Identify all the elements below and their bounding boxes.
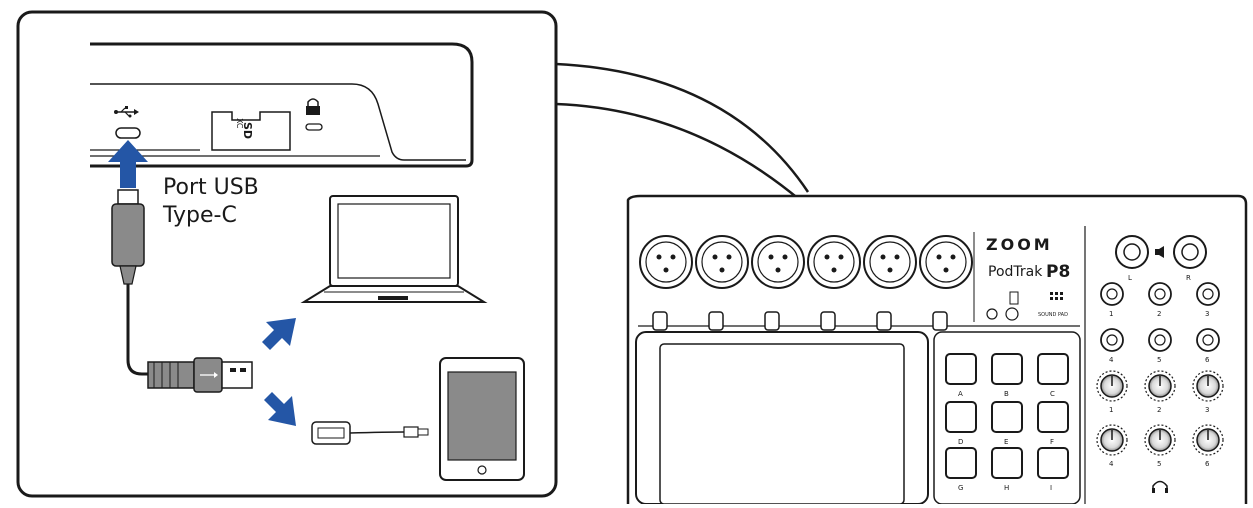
sound-pad[interactable]: I bbox=[1037, 447, 1069, 492]
volume-knob[interactable]: 3 bbox=[1192, 370, 1224, 414]
svg-text:1: 1 bbox=[1109, 406, 1113, 414]
sound-pad[interactable]: E bbox=[991, 401, 1023, 446]
headphone-jack[interactable]: 3 bbox=[1196, 282, 1220, 318]
svg-text:3: 3 bbox=[1205, 310, 1209, 318]
headphone-jack[interactable]: 1 bbox=[1100, 282, 1124, 318]
grid-icon bbox=[1050, 292, 1063, 300]
sound-pad[interactable]: F bbox=[1037, 401, 1069, 446]
svg-text:5: 5 bbox=[1157, 356, 1161, 364]
insert-arrow-up bbox=[108, 140, 148, 188]
xlr-input[interactable] bbox=[695, 235, 749, 331]
svg-text:5: 5 bbox=[1157, 460, 1161, 468]
xlr-input[interactable] bbox=[919, 235, 973, 331]
svg-text:2: 2 bbox=[1157, 310, 1161, 318]
usb-cable bbox=[126, 284, 150, 376]
model-suffix: P8 bbox=[1046, 262, 1070, 282]
display-screen bbox=[659, 343, 905, 505]
tablet-icon bbox=[439, 357, 525, 481]
headphone-jack[interactable]: 5 bbox=[1148, 328, 1172, 364]
podtrak-device: ZOOM PodTrak P8 SOUND PAD A B C D E F G … bbox=[626, 194, 1248, 505]
xlr-input[interactable] bbox=[751, 235, 805, 331]
sound-pad[interactable]: H bbox=[991, 447, 1023, 492]
mic-input-row bbox=[639, 235, 973, 331]
svg-text:L: L bbox=[1128, 274, 1132, 282]
headphone-jack[interactable]: 6 bbox=[1196, 328, 1220, 364]
callout-connector-upper bbox=[555, 62, 810, 193]
svg-text:E: E bbox=[1004, 438, 1008, 446]
speaker-icon bbox=[1155, 246, 1164, 258]
small-jack-a bbox=[986, 308, 998, 320]
sound-pad[interactable]: G bbox=[945, 447, 977, 492]
svg-text:2: 2 bbox=[1157, 406, 1161, 414]
xlr-input[interactable] bbox=[807, 235, 861, 331]
sound-pad[interactable]: B bbox=[991, 353, 1023, 398]
svg-text:D: D bbox=[958, 438, 963, 446]
usb-c-port bbox=[115, 127, 141, 139]
lightning-adapter bbox=[311, 421, 429, 445]
svg-text:C: C bbox=[1050, 390, 1055, 398]
stereo-out: L R bbox=[1115, 235, 1207, 282]
svg-text:4: 4 bbox=[1109, 356, 1114, 364]
sd-card-slot: SD XC bbox=[211, 111, 291, 151]
small-port bbox=[1009, 291, 1019, 305]
device-edge-closeup: SD XC bbox=[90, 42, 474, 168]
headphone-jacks: 1 2 3 4 5 6 bbox=[1100, 282, 1220, 364]
stereo-out-jack[interactable]: R bbox=[1173, 235, 1207, 282]
svg-text:6: 6 bbox=[1205, 356, 1210, 364]
svg-text:A: A bbox=[958, 390, 963, 398]
sound-pad[interactable]: C bbox=[1037, 353, 1069, 398]
small-jack-b bbox=[1005, 307, 1019, 321]
volume-knob[interactable]: 1 bbox=[1096, 370, 1128, 414]
svg-text:G: G bbox=[958, 484, 963, 492]
model-prefix: PodTrak bbox=[988, 264, 1043, 280]
lock-slot bbox=[305, 123, 323, 131]
usb-symbol-icon bbox=[114, 106, 139, 118]
svg-text:H: H bbox=[1004, 484, 1009, 492]
brand-logo: ZOOM bbox=[986, 235, 1053, 254]
arrow-to-tablet bbox=[264, 392, 296, 426]
sound-pad-label: SOUND PAD bbox=[1038, 312, 1068, 318]
stereo-out-jack[interactable]: L bbox=[1115, 235, 1149, 282]
sound-pads: A B C D E F G H I bbox=[945, 353, 1069, 492]
svg-text:F: F bbox=[1050, 438, 1054, 446]
svg-text:XC: XC bbox=[235, 118, 244, 129]
sound-pad[interactable]: D bbox=[945, 401, 977, 446]
svg-text:R: R bbox=[1186, 274, 1191, 282]
sound-pad[interactable]: A bbox=[945, 353, 977, 398]
xlr-input[interactable] bbox=[639, 235, 693, 331]
usb-a-plug bbox=[147, 357, 253, 393]
port-label-line1: Port USB bbox=[163, 175, 259, 200]
volume-knobs: 1 2 3 4 5 6 bbox=[1096, 370, 1224, 468]
headphone-jack[interactable]: 4 bbox=[1100, 328, 1124, 364]
svg-text:3: 3 bbox=[1205, 406, 1209, 414]
volume-knob[interactable]: 6 bbox=[1192, 424, 1224, 468]
arrow-to-computer bbox=[262, 318, 296, 350]
svg-text:6: 6 bbox=[1205, 460, 1210, 468]
svg-text:1: 1 bbox=[1109, 310, 1113, 318]
svg-text:I: I bbox=[1050, 484, 1052, 492]
volume-knob[interactable]: 4 bbox=[1096, 424, 1128, 468]
port-label-line2: Type-C bbox=[162, 203, 237, 228]
svg-text:SD: SD bbox=[241, 122, 254, 139]
volume-knob[interactable]: 5 bbox=[1144, 424, 1176, 468]
volume-knob[interactable]: 2 bbox=[1144, 370, 1176, 414]
headphone-jack[interactable]: 2 bbox=[1148, 282, 1172, 318]
svg-text:B: B bbox=[1004, 390, 1009, 398]
xlr-input[interactable] bbox=[863, 235, 917, 331]
svg-text:4: 4 bbox=[1109, 460, 1114, 468]
laptop-icon bbox=[300, 195, 488, 303]
headphone-icon bbox=[1152, 480, 1168, 493]
callout-connector-lower bbox=[555, 102, 801, 201]
lock-icon bbox=[306, 98, 320, 115]
usb-c-plug bbox=[111, 189, 145, 285]
